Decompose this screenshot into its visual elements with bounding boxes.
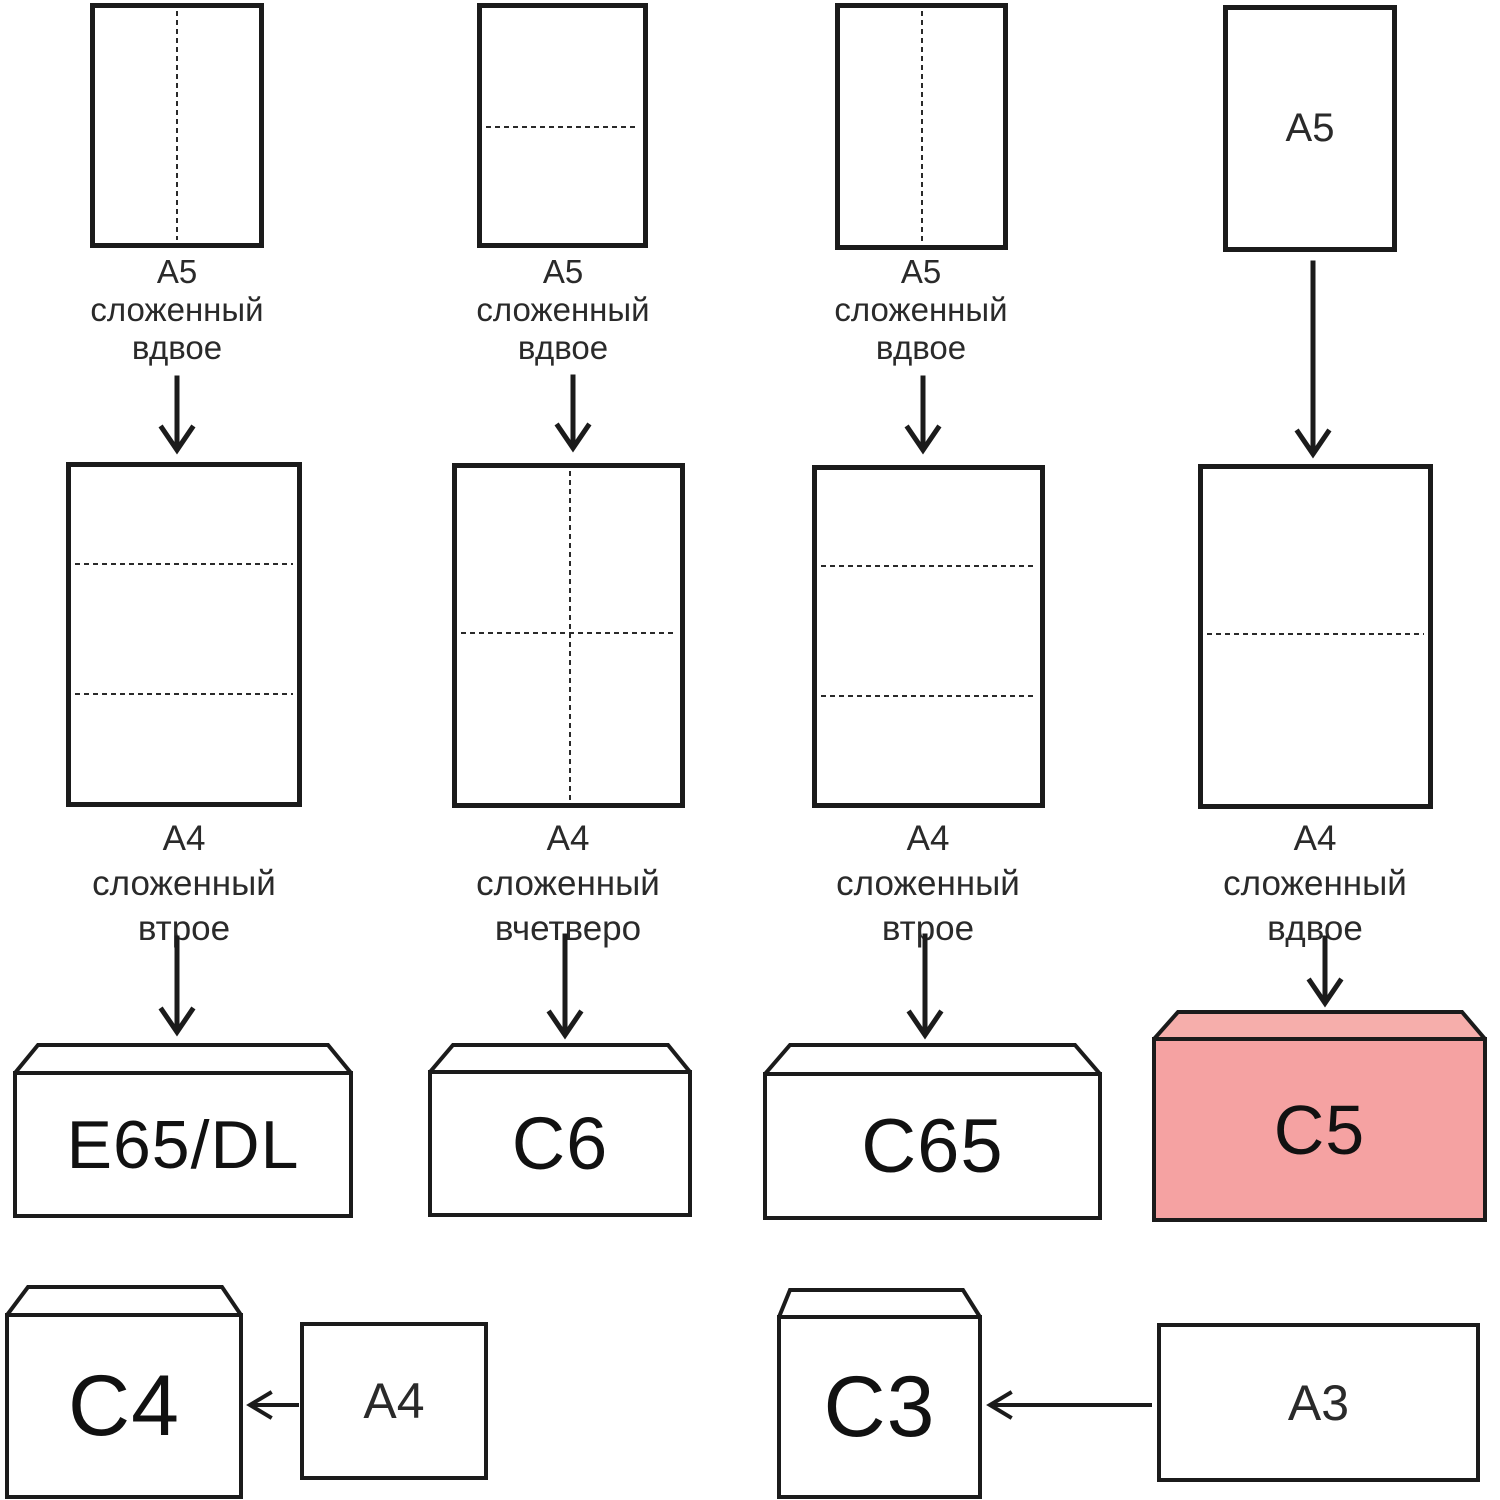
envelope-c6: C6 [428, 1043, 692, 1217]
fold-line-vertical [920, 11, 923, 242]
a4-source-sheet: A4 [300, 1322, 488, 1480]
caption-line: втрое [137, 909, 231, 948]
caption-line: сложенный [476, 291, 650, 328]
a5-sheet-col4: A5 [1223, 5, 1397, 252]
a4-sheet-col2 [452, 463, 685, 808]
arrow-down-icon [1294, 260, 1332, 459]
sheet-label: A3 [1287, 1374, 1350, 1431]
caption-line: сложенный [476, 864, 660, 903]
caption-line: А4 [546, 819, 590, 858]
envelope-label: C5 [1273, 1090, 1366, 1169]
envelope-c5-highlighted: C5 [1152, 1010, 1487, 1222]
caption-a5-col3: А5 сложенный вдвое [801, 253, 1041, 367]
caption-line: А4 [1293, 819, 1337, 858]
caption-line: А5 [542, 253, 584, 290]
a5-sheet-col1 [90, 3, 264, 248]
caption-line: сложенный [834, 291, 1008, 328]
caption-line: сложенный [836, 864, 1020, 903]
envelope-c65: C65 [763, 1043, 1102, 1220]
caption-a5-col2: А5 сложенный вдвое [443, 253, 683, 367]
a3-source-sheet: A3 [1157, 1323, 1480, 1482]
sheet-label: A4 [363, 1373, 425, 1429]
caption-line: вчетверо [494, 909, 642, 948]
fold-line-vertical [569, 471, 571, 800]
a5-sheet-col2 [477, 3, 648, 248]
arrow-left-icon [246, 1390, 299, 1420]
envelope-label: E65/DL [66, 1106, 300, 1183]
envelope-label: C6 [511, 1102, 609, 1185]
caption-line: вдвое [875, 329, 967, 366]
a5-sheet-col3 [835, 3, 1008, 250]
envelope-body: C3 [777, 1315, 982, 1499]
a4-sheet-col3 [812, 465, 1045, 808]
envelope-c3: C3 [777, 1288, 982, 1499]
caption-a4-col2: А4 сложенный вчетверо [448, 816, 688, 951]
envelope-e65dl: E65/DL [13, 1043, 353, 1219]
fold-line-horizontal [75, 563, 293, 565]
caption-a4-col1: А4 сложенный втрое [64, 816, 304, 951]
fold-line-horizontal [461, 632, 676, 634]
envelope-body: C6 [428, 1070, 692, 1217]
caption-line: вдвое [517, 329, 609, 366]
fold-line-horizontal [1207, 633, 1424, 635]
caption-line: сложенный [1223, 864, 1407, 903]
fold-line-horizontal [821, 695, 1036, 697]
envelope-body: C5 [1152, 1037, 1487, 1222]
arrow-left-icon [986, 1390, 1152, 1420]
envelope-label: C65 [861, 1103, 1004, 1189]
arrow-down-icon [158, 375, 196, 455]
a4-sheet-col1 [66, 462, 302, 807]
caption-a5-col1: А5 сложенный вдвое [57, 253, 297, 367]
caption-line: А5 [156, 253, 198, 290]
caption-line: сложенный [92, 864, 276, 903]
envelope-body: E65/DL [13, 1071, 353, 1218]
envelope-label: C3 [823, 1358, 936, 1455]
envelope-body: C4 [5, 1313, 243, 1499]
caption-line: вдвое [1267, 909, 1363, 948]
envelope-label: C4 [68, 1357, 180, 1454]
caption-line: вдвое [131, 329, 223, 366]
caption-a4-col4: А4 сложенный вдвое [1195, 816, 1435, 951]
caption-line: сложенный [90, 291, 264, 328]
envelope-c4: C4 [5, 1285, 243, 1499]
arrow-down-icon [158, 935, 196, 1037]
caption-a4-col3: А4 сложенный втрое [808, 816, 1048, 951]
fold-line-horizontal [75, 693, 293, 695]
fold-line-horizontal [821, 565, 1036, 567]
arrow-down-icon [554, 374, 592, 453]
caption-line: А4 [906, 819, 950, 858]
fold-line-vertical [176, 11, 178, 240]
caption-line: А5 [900, 253, 942, 290]
a5-sheet-label: A5 [1285, 106, 1335, 150]
a4-sheet-col4 [1198, 464, 1433, 809]
envelope-body: C65 [763, 1072, 1102, 1220]
fold-line-horizontal [486, 126, 639, 128]
caption-line: А4 [162, 819, 206, 858]
arrow-down-icon [904, 375, 942, 455]
caption-line: втрое [881, 909, 975, 948]
